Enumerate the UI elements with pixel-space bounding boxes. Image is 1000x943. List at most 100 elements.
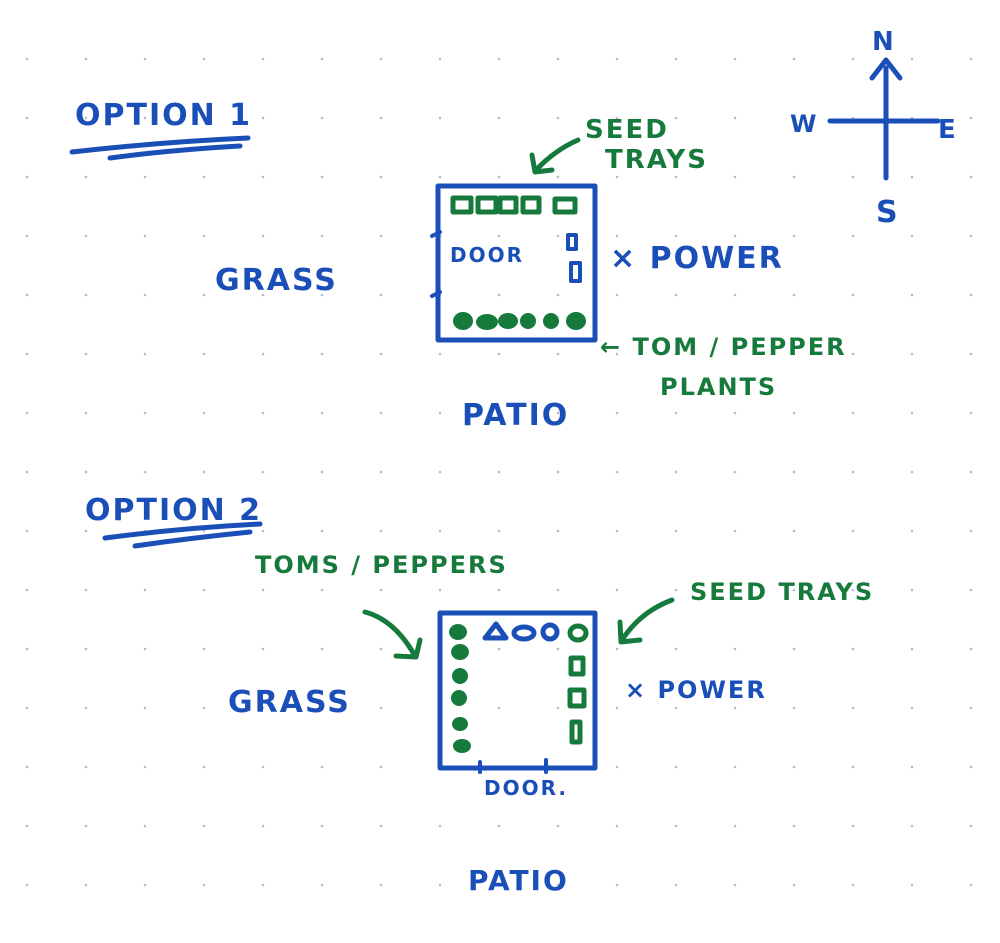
grid-dot: [379, 470, 383, 474]
grid-dot: [969, 352, 973, 356]
grid-dot: [615, 57, 619, 61]
grid-dot: [497, 352, 501, 356]
grid-dot: [379, 706, 383, 710]
grid-dot: [261, 706, 265, 710]
grid-dot: [202, 411, 206, 415]
grid-dot: [438, 57, 442, 61]
grid-dot: [615, 116, 619, 120]
grid-dot: [438, 824, 442, 828]
grid-dot: [84, 352, 88, 356]
grass-label: GRASS: [215, 263, 338, 298]
grid-dot: [792, 588, 796, 592]
grid-dot: [379, 175, 383, 179]
grid-dot: [792, 411, 796, 415]
grid-dot: [497, 529, 501, 533]
grid-dot: [143, 293, 147, 297]
grid-dot: [261, 765, 265, 769]
compass-east: E: [938, 115, 958, 145]
grid-dot: [969, 470, 973, 474]
grid-dot: [969, 647, 973, 651]
grid-dot: [792, 647, 796, 651]
grid-dot: [202, 470, 206, 474]
grid-dot: [379, 529, 383, 533]
grid-dot: [143, 234, 147, 238]
grid-dot: [792, 470, 796, 474]
grid-dot: [556, 57, 560, 61]
grid-dot: [84, 470, 88, 474]
grid-dot: [556, 116, 560, 120]
grid-dot: [556, 352, 560, 356]
option-1-title: OPTION 1: [75, 98, 252, 133]
grid-dot: [733, 588, 737, 592]
grid-dot: [851, 824, 855, 828]
grid-dot: [851, 470, 855, 474]
grid-dot: [910, 234, 914, 238]
grid-dot: [497, 116, 501, 120]
plants-column: [449, 624, 471, 753]
grid-dot: [320, 57, 324, 61]
grid-dot: [261, 234, 265, 238]
grid-dot: [674, 352, 678, 356]
grid-dot: [792, 234, 796, 238]
option-2: OPTION 2 GRASS PATIO DOOR. × POWER TOMS …: [85, 493, 874, 897]
grid-dot: [261, 116, 265, 120]
grid-dot: [497, 706, 501, 710]
grid-dot: [261, 57, 265, 61]
grid-dot: [969, 57, 973, 61]
grid-dot: [143, 175, 147, 179]
grid-dot: [25, 116, 29, 120]
grid-dot: [792, 765, 796, 769]
grid-dot: [379, 765, 383, 769]
grid-dot: [202, 883, 206, 887]
grid-dot: [969, 175, 973, 179]
grid-dot: [792, 529, 796, 533]
grid-dot: [792, 116, 796, 120]
grid-dot: [969, 116, 973, 120]
grid-dot: [792, 883, 796, 887]
grid-dot: [261, 883, 265, 887]
grid-dot: [792, 824, 796, 828]
grid-dot: [910, 883, 914, 887]
grid-dot: [615, 293, 619, 297]
seed-trays-label-1: SEED: [585, 115, 669, 145]
seed-trays-row: [450, 195, 582, 283]
grid-dot: [497, 293, 501, 297]
grid-dot: [84, 706, 88, 710]
grid-dot: [910, 175, 914, 179]
grid-dot: [84, 293, 88, 297]
grid-dot: [910, 411, 914, 415]
greenhouse-outline-2: [437, 610, 598, 771]
grid-dot: [851, 529, 855, 533]
grid-dot: [556, 470, 560, 474]
grid-dot: [25, 234, 29, 238]
grid-dot: [379, 293, 383, 297]
grid-dot: [615, 588, 619, 592]
grid-dot: [25, 57, 29, 61]
grid-dot: [851, 411, 855, 415]
grid-dot: [438, 411, 442, 415]
grid-dot: [615, 824, 619, 828]
grid-dot: [143, 57, 147, 61]
grid-dot: [615, 352, 619, 356]
grid-dot: [320, 706, 324, 710]
plants-label-2: TOMS / PEPPERS: [255, 551, 508, 579]
grid-dot: [143, 352, 147, 356]
grid-dot: [25, 765, 29, 769]
seed-trays-label-2: SEED TRAYS: [690, 578, 874, 606]
grid-dot: [733, 883, 737, 887]
grid-dot: [733, 470, 737, 474]
grid-dot: [320, 234, 324, 238]
grid-dot: [556, 883, 560, 887]
grid-dot: [615, 765, 619, 769]
grid-dot: [438, 588, 442, 592]
grid-dot: [674, 57, 678, 61]
grid-dot: [556, 411, 560, 415]
grid-dot: [910, 470, 914, 474]
grid-dot: [143, 588, 147, 592]
grid-dot: [615, 234, 619, 238]
grid-dot: [910, 824, 914, 828]
grid-dot: [792, 175, 796, 179]
grid-dot: [910, 352, 914, 356]
grid-dot: [379, 57, 383, 61]
grid-dot: [497, 470, 501, 474]
